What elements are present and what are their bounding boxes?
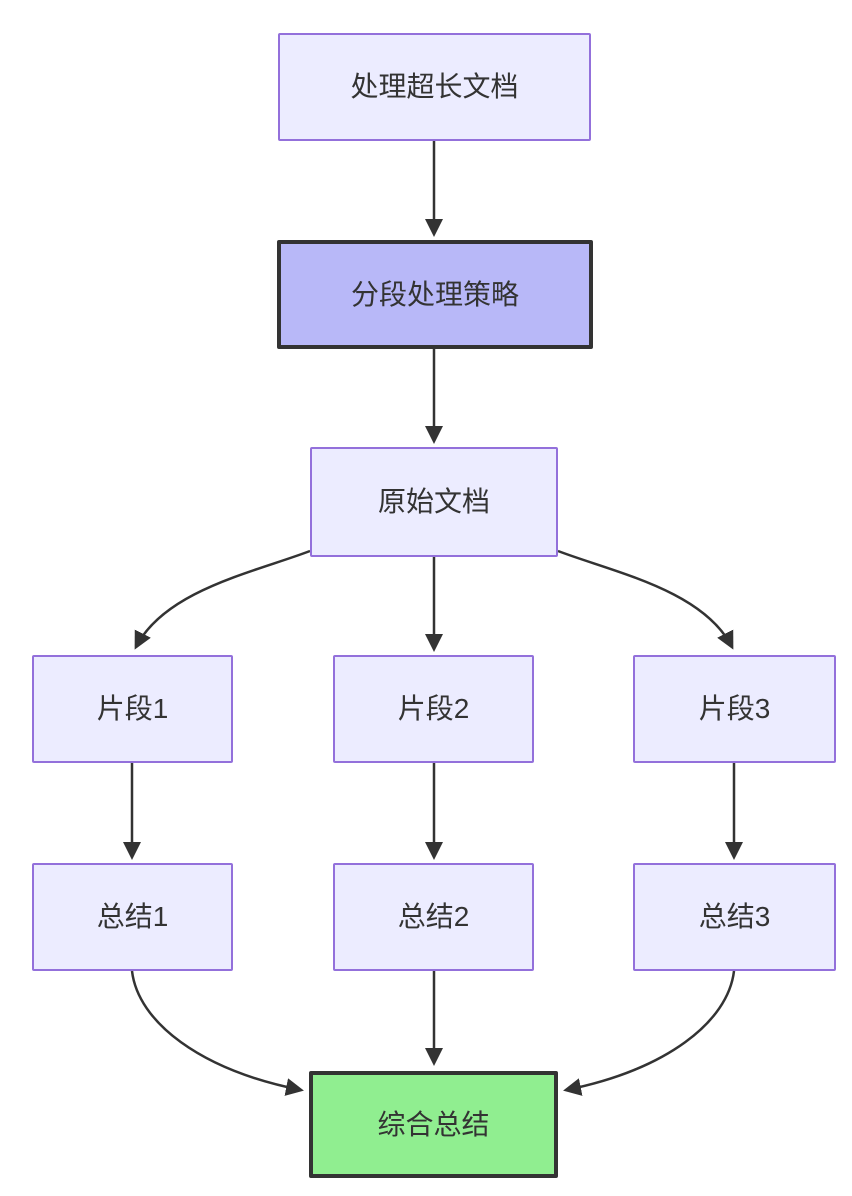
node-fragment-3-label: 片段3 [698,693,771,724]
node-fragment-3: 片段3 [633,655,836,763]
edge-source-fragment3 [557,549,734,650]
node-source-label: 原始文档 [377,486,490,517]
edge-summary3-final [563,970,736,1096]
node-summary-2-label: 总结2 [397,901,470,932]
edge-source-fragment1 [134,549,311,650]
node-summary-3-label: 总结3 [698,901,771,932]
node-summary-2: 总结2 [333,863,534,971]
node-final: 综合总结 [309,1071,558,1178]
node-summary-3: 总结3 [633,863,836,971]
edge-summary1-final [130,970,304,1096]
node-summary-1-label: 总结1 [96,901,169,932]
node-strategy-label: 分段处理策略 [350,278,519,310]
node-source: 原始文档 [310,447,558,557]
node-fragment-2: 片段2 [333,655,534,763]
node-fragment-1: 片段1 [32,655,233,763]
node-fragment-2-label: 片段2 [397,693,470,724]
node-fragment-1-label: 片段1 [96,693,169,724]
node-start: 处理超长文档 [278,33,591,141]
node-start-label: 处理超长文档 [350,71,519,102]
node-final-label: 综合总结 [377,1108,490,1140]
node-strategy: 分段处理策略 [277,240,593,349]
node-summary-1: 总结1 [32,863,233,971]
